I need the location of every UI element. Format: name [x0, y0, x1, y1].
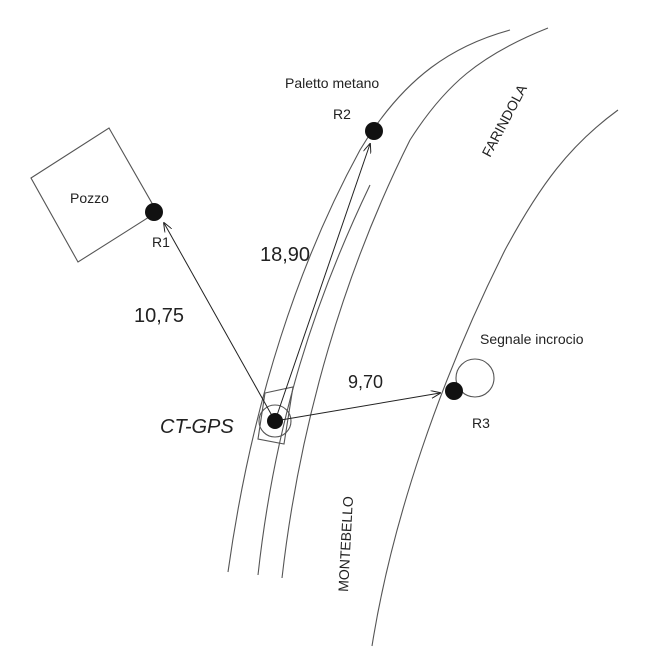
segnale-label: Segnale incrocio	[480, 331, 584, 347]
measure-line-r3	[274, 393, 440, 422]
station-ring	[258, 404, 292, 438]
pozzo-label: Pozzo	[70, 190, 109, 206]
r3-point	[445, 382, 463, 400]
r2-point	[365, 122, 383, 140]
road-left-edge-inner	[257, 184, 371, 576]
r2-label: R2	[333, 106, 351, 122]
measure-line-r2	[274, 144, 370, 422]
distance-r1: 10,75	[134, 305, 184, 327]
r1-label: R1	[152, 234, 170, 250]
r3-label: R3	[472, 415, 490, 431]
r1-point	[145, 203, 163, 221]
road-left-edge-outer	[227, 29, 511, 573]
road-label-montebello: MONTEBELLO	[335, 496, 356, 593]
distance-r3: 9,70	[348, 372, 383, 392]
station-frame	[257, 386, 294, 445]
segnale-ring	[455, 358, 495, 398]
road-montebello-edge	[281, 27, 549, 579]
distance-r2: 18,90	[260, 244, 310, 266]
road-label-farindola: FARINDOLA	[479, 81, 531, 159]
paletto-label: Paletto metano	[285, 75, 379, 91]
station-point	[267, 413, 283, 429]
measure-line-r1	[164, 223, 276, 422]
road-farindola-edge	[371, 109, 619, 647]
station-label: CT-GPS	[160, 416, 234, 438]
